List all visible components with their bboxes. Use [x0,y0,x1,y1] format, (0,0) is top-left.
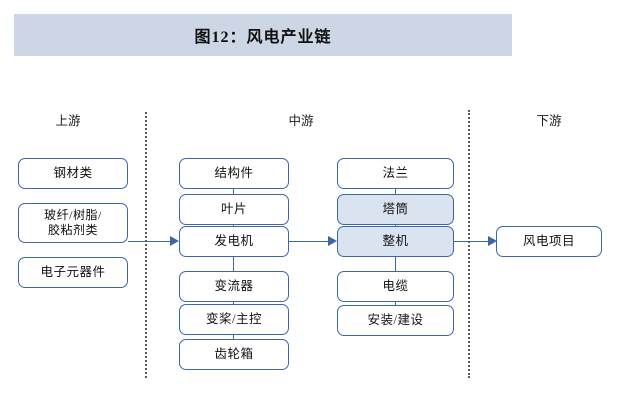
node-downstream-0[interactable]: 风电项目 [496,226,602,257]
connector-midstream-components-spine [233,158,234,370]
stage-label-midstream: 中游 [288,114,314,128]
node-midstream-components-5[interactable]: 齿轮箱 [179,339,289,370]
stage-label-downstream: 下游 [536,114,562,128]
node-upstream-1-line1: 玻纤/树脂/ [44,208,102,222]
node-midstream-assembly-1[interactable]: 塔筒 [337,194,454,225]
node-midstream-components-3[interactable]: 变流器 [179,271,289,302]
node-midstream-assembly-0[interactable]: 法兰 [337,158,454,189]
flow-arrow-3-line [454,241,489,242]
flow-arrow-1-head-icon [170,236,179,246]
flow-arrow-2-line [289,241,329,242]
node-upstream-0[interactable]: 钢材类 [18,158,128,189]
node-midstream-assembly-4[interactable]: 安装/建设 [337,305,454,336]
flow-arrow-2-head-icon [328,236,337,246]
node-midstream-components-0[interactable]: 结构件 [179,158,289,189]
stage-label-upstream: 上游 [55,114,81,128]
figure-title: 图12：风电产业链 [194,29,332,46]
node-upstream-2[interactable]: 电子元器件 [18,257,128,288]
node-midstream-assembly-3[interactable]: 电缆 [337,271,454,302]
node-midstream-assembly-2[interactable]: 整机 [337,226,454,257]
node-upstream-1[interactable]: 玻纤/树脂/ 胶粘剂类 [18,203,128,243]
flow-arrow-1-line [128,241,172,242]
node-upstream-1-line2: 胶粘剂类 [47,223,98,237]
figure-title-bar: 图12：风电产业链 [14,14,512,56]
node-midstream-components-4[interactable]: 变桨/主控 [179,304,289,335]
flow-arrow-3-head-icon [488,236,497,246]
divider-upstream-midstream [145,112,147,378]
node-midstream-components-2[interactable]: 发电机 [179,226,289,257]
divider-midstream-downstream [468,110,470,378]
node-midstream-components-1[interactable]: 叶片 [179,194,289,225]
